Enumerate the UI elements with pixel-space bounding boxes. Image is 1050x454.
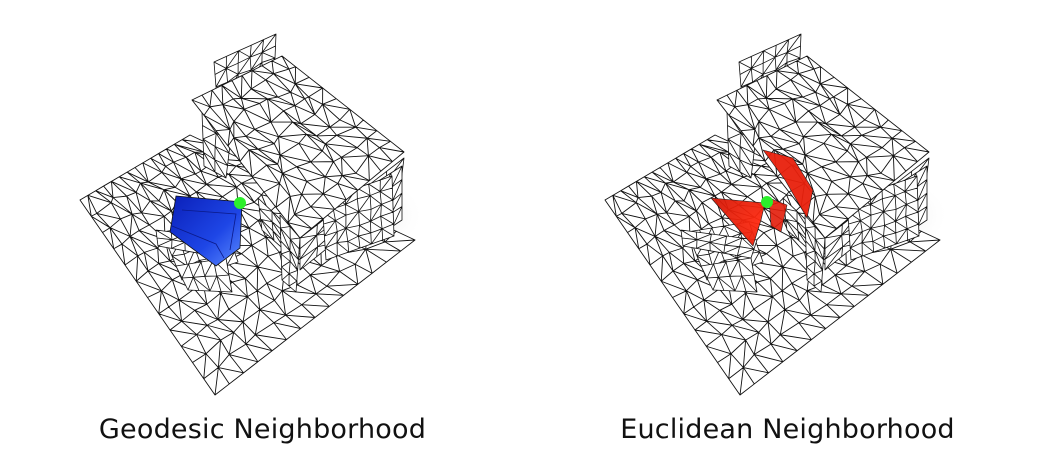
geodesic-caption: Geodesic Neighborhood xyxy=(98,414,427,445)
left-chair-back xyxy=(680,229,758,259)
table-leg-front xyxy=(804,214,826,293)
euclidean-panel: Euclidean Neighborhood xyxy=(525,0,1050,454)
room-scene xyxy=(604,33,950,396)
geodesic-mesh-render xyxy=(79,33,425,396)
euclidean-neighborhood-region xyxy=(710,149,814,247)
geodesic-panel: Geodesic Neighborhood xyxy=(79,33,427,445)
geodesic-neighborhood-region xyxy=(169,195,243,267)
left-chair-legs xyxy=(175,257,233,293)
table-leg-front xyxy=(279,214,301,293)
room-scene xyxy=(79,33,425,396)
seed-point-marker xyxy=(761,196,773,208)
table-top-mesh xyxy=(191,55,405,239)
left-chair-legs xyxy=(700,257,758,293)
euclidean-mesh-render xyxy=(604,33,950,396)
euclidean-caption: Euclidean Neighborhood xyxy=(620,414,955,445)
seed-point-marker xyxy=(234,197,246,209)
